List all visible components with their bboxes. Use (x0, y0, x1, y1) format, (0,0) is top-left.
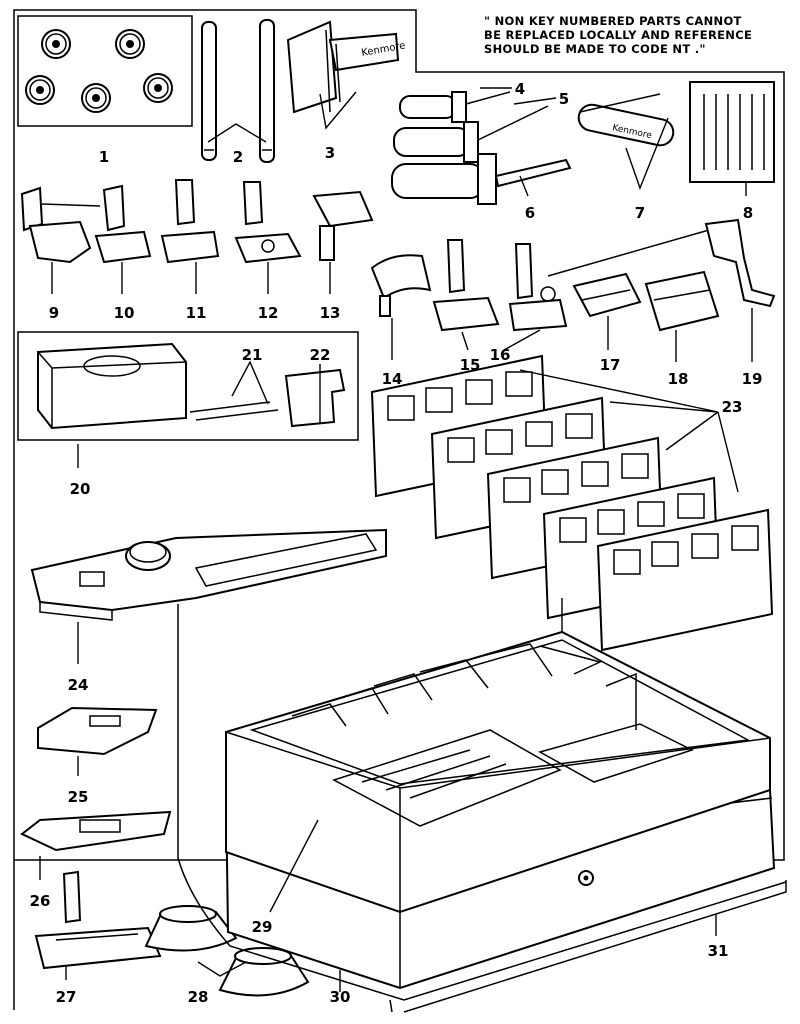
part-19-lever (547, 218, 776, 308)
callout-8: 8 (743, 204, 753, 222)
callout-23: 23 (722, 398, 743, 416)
callout-14: 14 (382, 370, 403, 388)
callout-4: 4 (515, 80, 525, 98)
part-20-cartridge-box (37, 342, 187, 430)
callout-28: 28 (188, 988, 209, 1006)
callout-13: 13 (320, 304, 341, 322)
part-20-22-panel (17, 331, 359, 441)
callout-11: 11 (186, 304, 207, 322)
callout-6: 6 (525, 204, 535, 222)
part-2-spool-pins (201, 19, 275, 163)
part-24-cam-tray (30, 528, 387, 621)
callout-20: 20 (70, 480, 91, 498)
part-18-attachment (644, 270, 720, 332)
part-5-medium-screwdriver (393, 105, 549, 163)
callout-21: 21 (242, 346, 263, 364)
callout-19: 19 (742, 370, 763, 388)
callout-7: 7 (635, 204, 645, 222)
part-13-presser-foot (312, 190, 374, 261)
callout-numbers: 1 2 3 4 5 6 7 8 9 10 11 12 13 14 15 16 1… (30, 80, 763, 1006)
part-12-presser-foot (234, 181, 302, 264)
callout-25: 25 (68, 788, 89, 806)
part-10-presser-foot (94, 184, 152, 264)
callout-5: 5 (559, 90, 569, 108)
callout-2: 2 (233, 148, 243, 166)
replacement-note: " NON KEY NUMBERED PARTS CANNOT BE REPLA… (484, 14, 784, 56)
cam-card-5 (596, 508, 774, 652)
leader-lines (39, 87, 753, 992)
bobbin-icon (25, 29, 173, 113)
part-25-needle-plate (37, 706, 158, 756)
callout-10: 10 (114, 304, 135, 322)
callout-26: 26 (30, 892, 51, 910)
callout-17: 17 (600, 356, 621, 374)
note-line-1: " NON KEY NUMBERED PARTS CANNOT (484, 14, 742, 28)
part-4-small-screwdriver (399, 91, 511, 123)
part-8-needle-pack (689, 81, 775, 183)
part-15-presser-foot (432, 239, 500, 332)
note-line-3: SHOULD BE MADE TO CODE NT ." (484, 42, 706, 56)
callout-29: 29 (252, 918, 273, 936)
part-9-presser-foot (20, 186, 101, 264)
part-21-needles (189, 401, 279, 421)
part-22-bracket (284, 368, 346, 428)
callout-16: 16 (490, 346, 511, 364)
callout-15: 15 (460, 356, 481, 374)
part-16-buttonhole-foot (508, 243, 568, 332)
note-line-2: BE REPLACED LOCALLY AND REFERENCE (484, 28, 753, 42)
part-1-bobbin-box (17, 15, 193, 127)
part-30-case-base (177, 604, 787, 1013)
part-11-presser-foot (160, 179, 220, 264)
part-27-buttonhole-attachment (34, 870, 162, 970)
callout-18: 18 (668, 370, 689, 388)
part-29-tray-insert (225, 630, 771, 914)
callout-9: 9 (49, 304, 59, 322)
callout-30: 30 (330, 988, 351, 1006)
part-23-cam-set (370, 354, 774, 652)
part-7-seam-ripper: Kenmore (577, 93, 675, 147)
part-3-hemmer-card: Kenmore (286, 20, 406, 114)
callout-3: 3 (325, 144, 335, 162)
callout-31: 31 (708, 942, 729, 960)
callout-27: 27 (56, 988, 77, 1006)
callout-1: 1 (99, 148, 109, 166)
part-6-large-screwdriver (391, 153, 572, 205)
part-14-guide (370, 254, 432, 317)
callout-12: 12 (258, 304, 279, 322)
part-26-throat-plate (20, 810, 172, 852)
callout-24: 24 (68, 676, 89, 694)
part-17-attachment (572, 272, 642, 318)
callout-22: 22 (310, 346, 331, 364)
